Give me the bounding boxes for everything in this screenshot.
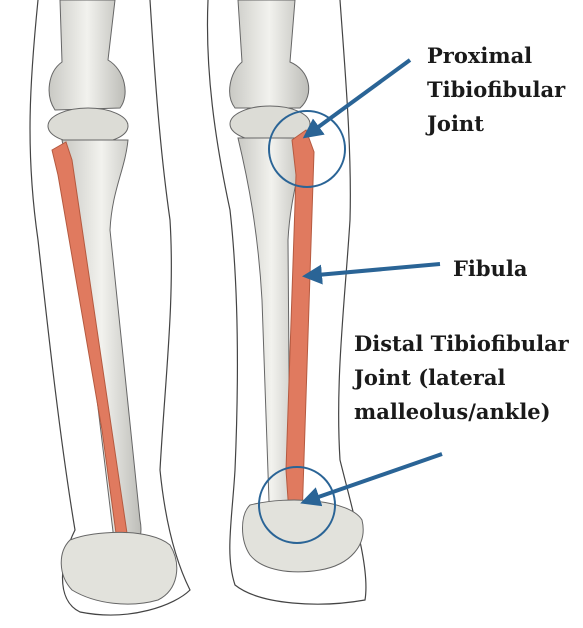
- left-femur: [49, 0, 125, 110]
- label-line: Distal Tibiofibular: [354, 327, 569, 361]
- label-line: Joint (lateral: [354, 361, 569, 395]
- proximal-tibiofibular-joint-label: Proximal Tibiofibular Joint: [427, 39, 565, 141]
- label-line: Proximal: [427, 39, 565, 73]
- label-line: malleolus/ankle): [354, 395, 569, 429]
- right-leg: [207, 0, 366, 604]
- fibula-arrow: [306, 264, 440, 276]
- right-femur: [230, 0, 309, 108]
- right-foot: [243, 500, 364, 572]
- proximal-arrow: [306, 60, 410, 136]
- left-knee: [48, 108, 128, 144]
- distal-tibiofibular-joint-label: Distal Tibiofibular Joint (lateral malle…: [354, 327, 569, 429]
- label-line: Joint: [427, 107, 565, 141]
- left-leg: [30, 0, 190, 615]
- fibula-label: Fibula: [453, 252, 527, 286]
- label-line: Tibiofibular: [427, 73, 565, 107]
- left-foot: [61, 532, 177, 604]
- label-line: Fibula: [453, 252, 527, 286]
